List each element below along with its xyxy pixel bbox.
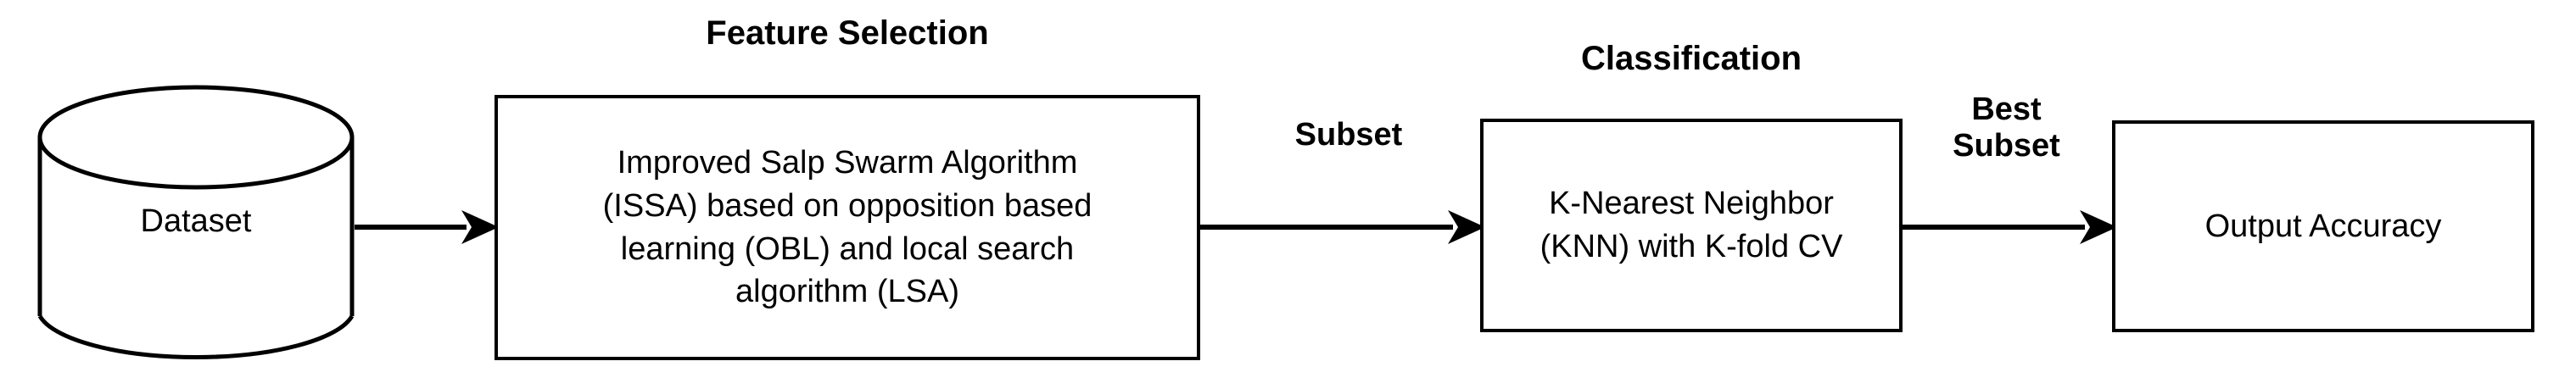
arrow-dataset-to-feature-selection	[355, 202, 500, 253]
classification-text: K-Nearest Neighbor (KNN) with K-fold CV	[1528, 182, 1855, 268]
output-accuracy-text: Output Accuracy	[2193, 205, 2454, 248]
arrow-right-icon	[1903, 210, 2117, 244]
feature-selection-text: Improved Salp Swarm Algorithm (ISSA) bas…	[591, 142, 1104, 313]
arrow-classification-to-output	[1903, 202, 2119, 253]
feature-selection-line-4: algorithm (LSA)	[735, 274, 959, 310]
feature-selection-line-3: learning (OBL) and local search	[620, 231, 1075, 267]
process-box-feature-selection[interactable]: Improved Salp Swarm Algorithm (ISSA) bas…	[495, 95, 1200, 360]
arrow-feature-selection-to-classification	[1200, 202, 1487, 253]
arrow-right-icon	[1200, 210, 1485, 244]
section-title-classification: Classification	[1580, 40, 1802, 77]
process-box-classification[interactable]: K-Nearest Neighbor (KNN) with K-fold CV	[1480, 119, 1903, 332]
edge-label-best-subset: Best Subset	[1915, 92, 2098, 164]
classification-line-2: (KNN) with K-fold CV	[1539, 229, 1843, 264]
best-subset-line-1: Best	[1971, 92, 2042, 127]
section-title-feature-selection: Feature Selection	[706, 14, 989, 52]
edge-label-subset: Subset	[1294, 117, 1403, 153]
dataset-cylinder-node	[37, 85, 355, 369]
arrow-right-icon	[355, 210, 499, 244]
feature-selection-line-1: Improved Salp Swarm Algorithm	[617, 145, 1078, 181]
process-box-output-accuracy[interactable]: Output Accuracy	[2112, 120, 2534, 332]
classification-line-1: K-Nearest Neighbor	[1549, 186, 1834, 222]
feature-selection-line-2: (ISSA) based on opposition based	[602, 187, 1092, 224]
output-accuracy-line-1: Output Accuracy	[2204, 208, 2442, 244]
best-subset-line-2: Subset	[1953, 127, 2060, 164]
cylinder-shape-icon	[37, 85, 355, 359]
dataset-label: Dataset	[140, 203, 252, 239]
